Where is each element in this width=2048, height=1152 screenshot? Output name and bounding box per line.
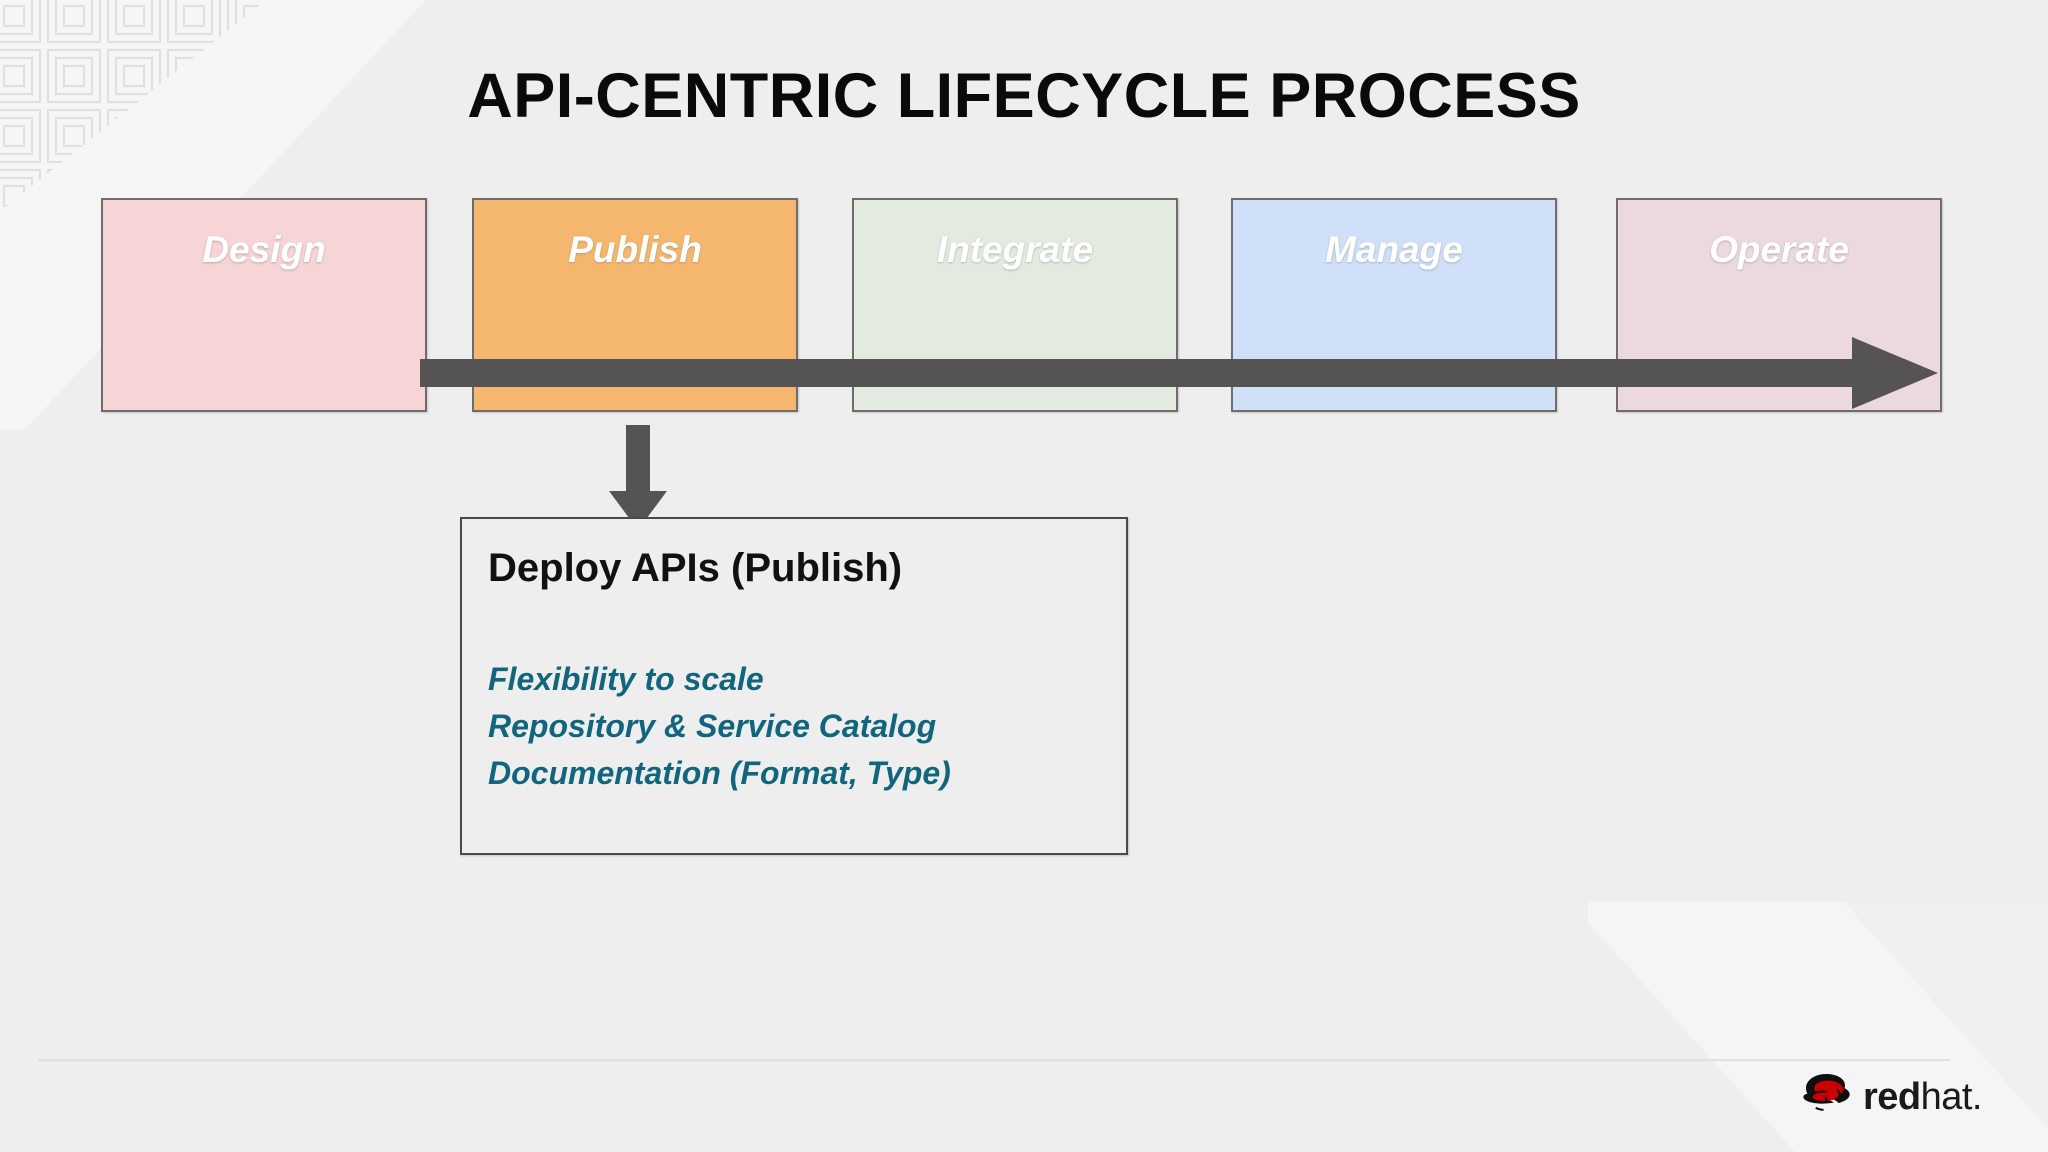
stage-box-design[interactable]: Design [101,198,427,412]
stage-box-publish[interactable]: Publish [472,198,798,412]
detail-card-heading: Deploy APIs (Publish) [488,546,903,590]
lifecycle-stage-row: Design Publish Integrate Manage Operate [0,198,2048,412]
detail-card-bullet-list: Flexibility to scale Repository & Servic… [488,656,951,797]
detail-line-item: Documentation (Format, Type) [488,755,951,791]
detail-card-publish: Deploy APIs (Publish) Flexibility to sca… [460,517,1128,855]
footer-divider [38,1059,1950,1061]
redhat-shadowman-icon [1800,1072,1852,1123]
publish-down-arrow-icon [608,425,668,531]
stage-label-integrate: Integrate [936,229,1094,270]
page-title: API-CENTRIC LIFECYCLE PROCESS [467,61,1581,131]
stage-box-integrate[interactable]: Integrate [852,198,1178,412]
stage-label-publish: Publish [568,229,702,270]
redhat-logo: redhat. [1800,1070,1983,1124]
redhat-wordmark-hat: hat. [1920,1076,1983,1118]
detail-line-item: Flexibility to scale [488,661,764,697]
stage-box-operate[interactable]: Operate [1616,198,1942,412]
redhat-wordmark-red: red [1862,1076,1921,1118]
redhat-wordmark: redhat. [1862,1076,1983,1118]
stage-label-operate: Operate [1709,229,1849,270]
stage-label-manage: Manage [1325,229,1463,270]
stage-label-design: Design [202,229,326,270]
detail-line-item: Repository & Service Catalog [488,708,937,744]
stage-box-manage[interactable]: Manage [1231,198,1557,412]
